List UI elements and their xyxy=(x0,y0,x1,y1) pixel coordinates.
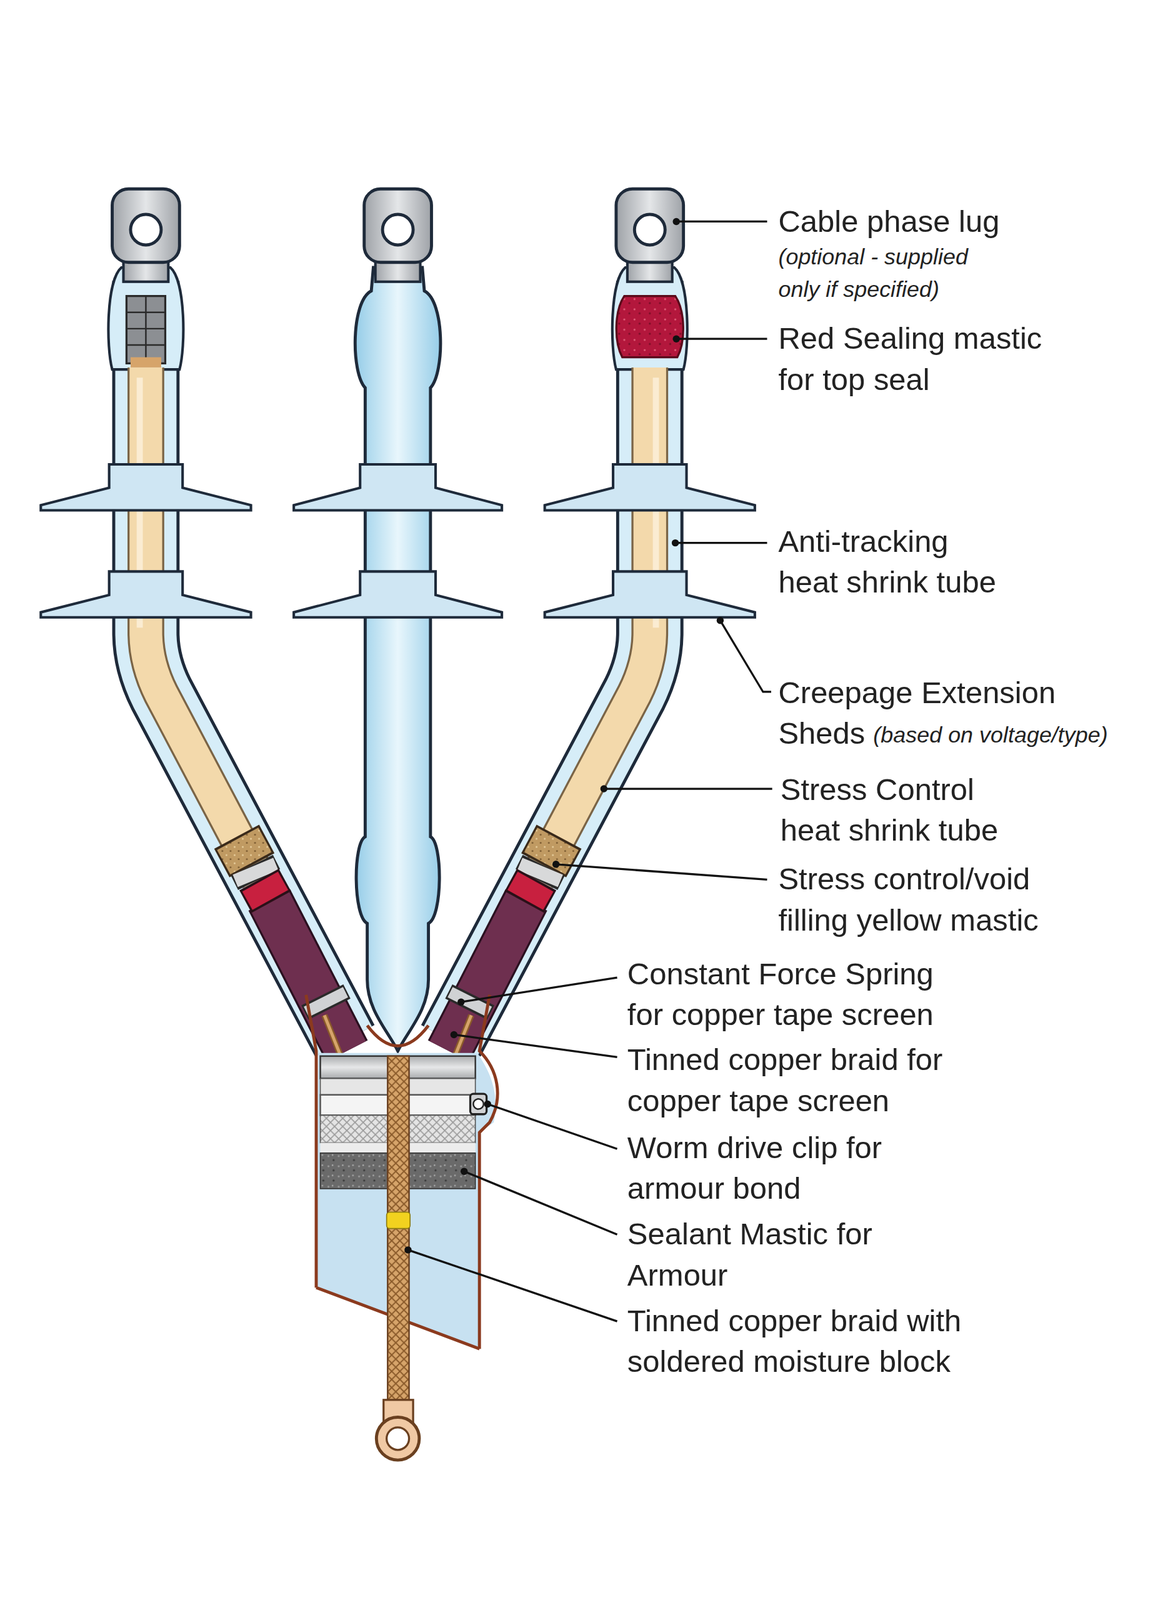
cable-breakout xyxy=(306,994,498,1460)
callout-label: Tinned copper braid with soldered moistu… xyxy=(627,1300,965,1383)
leader-line xyxy=(719,620,772,692)
leader-dot xyxy=(460,1167,468,1175)
leader-dot xyxy=(484,1100,492,1108)
leader-line xyxy=(464,1171,618,1235)
callout-label: Sealant Mastic for Armour xyxy=(627,1213,876,1296)
leader-dot xyxy=(450,1031,458,1039)
phase-core xyxy=(448,188,755,1067)
leader-dot xyxy=(600,784,608,792)
leader-line xyxy=(408,1249,618,1322)
callout-label: Constant Force Spring for copper tape sc… xyxy=(627,953,937,1036)
leader-dot xyxy=(404,1246,412,1253)
connector-grid xyxy=(126,296,165,364)
leader-dot xyxy=(552,860,560,868)
left-phase xyxy=(40,188,347,1067)
leader-dot xyxy=(673,334,680,342)
red-mastic xyxy=(616,296,684,358)
leader-line xyxy=(676,338,767,340)
crimp-connector xyxy=(126,296,165,364)
leader-line xyxy=(676,220,767,223)
conductor xyxy=(130,357,162,368)
shed xyxy=(293,571,502,617)
right-phase xyxy=(448,188,755,1067)
leader-dot xyxy=(716,616,724,624)
center-phase xyxy=(293,188,502,1051)
callout-label: Cable phase lug xyxy=(778,201,1000,242)
callout-label: Stress control/void filling yellow masti… xyxy=(778,858,1042,941)
leader-line xyxy=(603,787,772,790)
callout-label: Worm drive clip for armour bond xyxy=(627,1127,886,1210)
lug xyxy=(364,188,432,263)
callout-label: Anti-tracking heat shrink tube xyxy=(778,521,999,604)
ring-lug xyxy=(376,1417,420,1461)
leader-line xyxy=(453,1034,617,1057)
moisture-block xyxy=(386,1211,411,1228)
callout-label: Red Sealing mastic for top seal xyxy=(778,318,1045,400)
leader-dot xyxy=(671,539,679,547)
callout-label: Tinned copper braid for copper tape scre… xyxy=(627,1039,946,1122)
callout-label: Stress Control heat shrink tube xyxy=(780,769,1002,852)
ring-lug-hole xyxy=(386,1427,410,1450)
center-tube xyxy=(354,267,441,1052)
leader-line xyxy=(675,541,768,544)
leader-line xyxy=(556,864,768,880)
lug-hole xyxy=(382,214,414,245)
clip-screw xyxy=(473,1098,484,1109)
callout-label: (optional - supplied only if specified) xyxy=(778,240,972,306)
leader-dot xyxy=(673,218,680,225)
earth-braid xyxy=(387,1056,409,1408)
leader-dot xyxy=(457,998,465,1005)
leader-line xyxy=(487,1103,617,1149)
phase-core xyxy=(40,188,347,1067)
callout-label: (based on voltage/type) xyxy=(873,719,1108,752)
leader-line xyxy=(461,977,618,1002)
shed xyxy=(293,464,502,510)
